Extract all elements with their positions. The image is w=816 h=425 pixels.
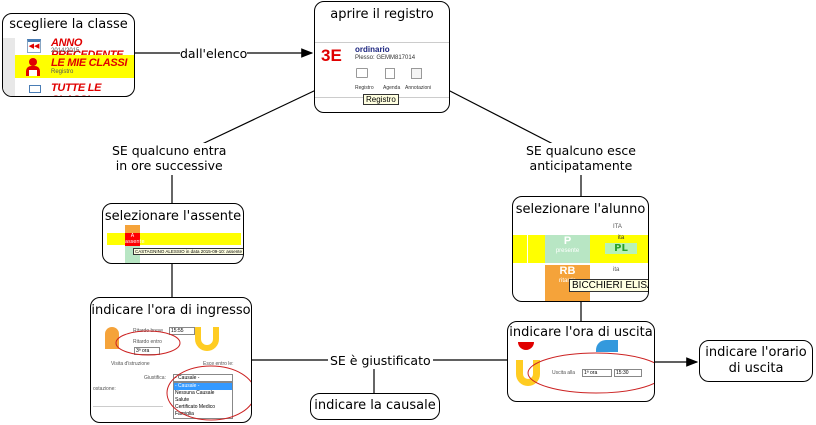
option-exits-by[interactable]: Esce entro le: [203,361,234,367]
node-select-absent[interactable]: selezionare l'assente A assente CASTAGNI… [102,203,244,264]
divider [93,406,163,407]
list-item-label: LE MIE CLASSI [51,57,128,69]
side-label: ita [613,267,620,273]
absent-sub: assente [125,239,145,245]
agenda-icon[interactable] [385,68,395,79]
time-input[interactable]: 15:30 [614,369,642,377]
divider [315,42,449,43]
edge-label-enters-late: SE qualcuno entra in ore successive [112,143,227,173]
present-mark: P [563,235,572,247]
annotation-circles [527,352,654,394]
edge-label-leaves-early: SE qualcuno esce anticipatamente [526,143,636,173]
class-type: ordinario [355,45,390,54]
edge-label-enters-late-line2: in ore successive [115,158,223,173]
tooltip: CASTAGNINO ALESSIO in data 2015-09-10: a… [133,248,243,255]
node-title: scegliere la classe [9,17,128,32]
class-code: 3E [321,46,342,65]
list-item-previous-year[interactable]: ◀◀ ANNO PRECEDENTE 2014/2015 [15,37,134,61]
edge-label-leaves-early-line2: anticipatamente [529,158,633,173]
node-title-line2: di uscita [728,361,784,376]
present-cell[interactable]: P presente [545,235,590,263]
option-exit-at[interactable]: Uscita alla [552,370,576,376]
column-header: ITA [613,224,622,230]
absent-mark: A [130,233,135,239]
reason-dropdown[interactable]: - Causale - Nessuna Causale Salute Certi… [173,382,233,419]
node-title: indicare l'ora di ingresso [91,303,251,318]
justify-label: Giustifica: [144,375,166,381]
list-item-all-classes[interactable]: TUTTE LE CLASSI [15,80,134,96]
grid-row-highlighted [107,233,241,245]
node-open-register[interactable]: aprire il registro 3E ordinario Plesso: … [314,1,450,113]
annotation-circles [115,330,251,421]
list-item-sub: Registro [51,69,74,75]
present-sub: presente [555,248,580,254]
hour-select[interactable]: 1ª ora [582,369,612,377]
node-reason[interactable]: indicare la causale [310,393,440,420]
reason-select[interactable]: - Causale - [173,374,233,382]
late-mark: RB [559,265,576,277]
node-title: indicare l'ora di uscita [509,325,653,340]
node-exit-time[interactable]: indicare l'ora di uscita Uscita alla 1ª … [507,321,655,402]
list-item-my-classes[interactable]: LE MIE CLASSI Registro [15,55,134,78]
cell-late [125,225,140,233]
edge-label-leaves-early-line1: SE qualcuno esce [526,143,636,158]
edge-label-from-list: dall'elenco [180,46,248,61]
edge-register-to-exit [447,89,556,146]
action-agenda[interactable]: Agenda [383,85,401,91]
exit-logo-icon [195,327,219,351]
side-label: ita [617,235,625,241]
blue-shape-icon [596,340,618,352]
action-annotazioni[interactable]: Annotazioni [405,85,432,91]
node-title: indicare la causale [314,398,436,413]
reason-option[interactable]: Salute [175,397,190,403]
exit-logo-icon [516,360,540,386]
node-exit-schedule[interactable]: indicare l'orario di uscita [699,340,813,382]
notes-icon[interactable] [411,68,422,79]
calendar-back-icon: ◀◀ [27,39,41,53]
side-cell: ita PL [605,235,637,263]
reason-option[interactable]: Nessuna Causale [175,390,215,396]
reason-option[interactable]: - Causale - [174,383,232,390]
list-item-sub: 2014/2015 [51,48,80,54]
register-icon[interactable] [356,68,368,78]
time-input[interactable]: 15:55 [169,327,195,335]
edge-label-enters-late-line1: SE qualcuno entra [112,143,227,158]
late-logo-icon [105,327,119,349]
node-choose-class[interactable]: scegliere la classe ◀◀ ANNO PRECEDENTE 2… [2,13,135,97]
tooltip: BICCHIERI ELISA [569,279,648,292]
edge-register-to-enter [199,89,317,146]
node-title: selezionare l'alunno [515,202,646,217]
tooltip: Registro [363,94,399,105]
option-field-trip[interactable]: Visita d'istruzione [111,361,150,367]
absent-cell[interactable]: A assente [125,233,145,246]
node-entry-time[interactable]: indicare l'ora di ingresso Ritardo breve… [90,297,252,423]
exit-red-logo-icon [518,342,534,350]
late-sub: ritardo [558,278,576,284]
classes-icon [29,85,41,93]
node-title: aprire il registro [330,7,434,22]
sidebar-strip [3,38,15,96]
grid-line [527,235,528,263]
option-late-within[interactable]: Ritardo entro [133,339,162,345]
note-label: ostazione: [93,386,116,392]
list-item-label: TUTTE LE CLASSI [51,82,102,96]
edge-label-if-justified: SE è giustificato [328,353,433,368]
teacher-icon [25,58,41,76]
plesso: Plesso: GEMM817014 [355,55,416,61]
reason-option[interactable]: Famiglia [175,411,194,417]
node-title: selezionare l'assente [104,209,242,224]
side-label-pl: PL [605,243,637,254]
node-title-line1: indicare l'orario [705,345,807,360]
action-registro[interactable]: Registro [355,85,374,91]
reason-option[interactable]: Certificato Medico [175,404,216,410]
node-select-student[interactable]: selezionare l'alunno ITA P presente ita … [512,196,649,302]
